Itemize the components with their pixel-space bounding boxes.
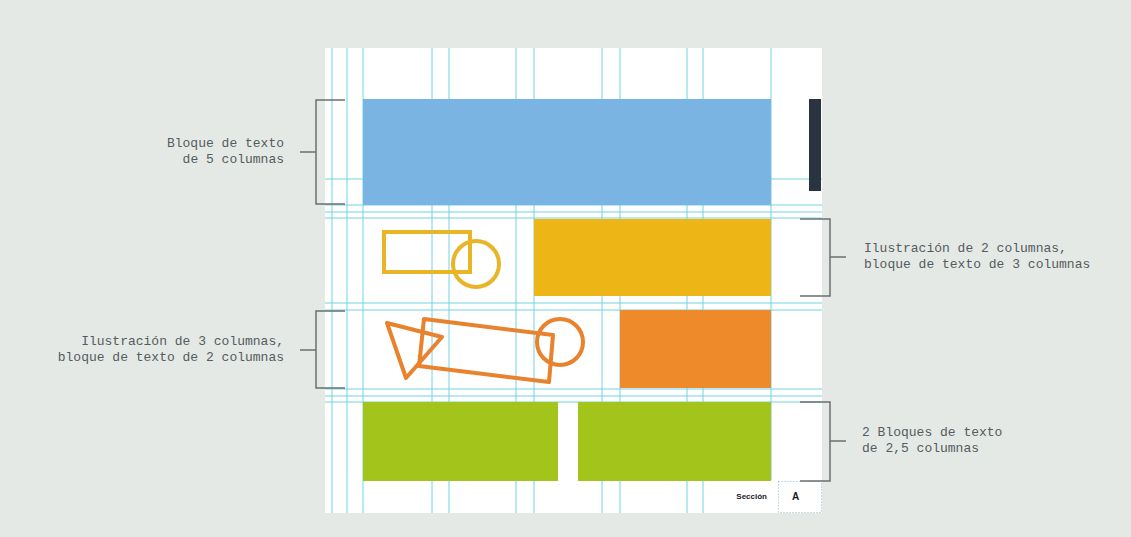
- callout-label: Ilustración de 2 columnas, bloque de tex…: [864, 241, 1104, 273]
- section-label: Sección: [736, 491, 767, 503]
- text-block: [534, 219, 771, 296]
- text-block: [620, 310, 771, 388]
- section-marker: [779, 482, 822, 513]
- callout-label: Bloque de texto de 5 columnas: [158, 136, 284, 168]
- callout-label: Ilustración de 3 columnas, bloque de tex…: [44, 334, 284, 366]
- section-tab: [809, 99, 821, 191]
- text-block: [363, 402, 558, 481]
- callout-label: 2 Bloques de texto de 2,5 columnas: [862, 425, 1012, 457]
- text-block: [578, 402, 771, 481]
- illustration: [384, 232, 499, 287]
- page: [325, 48, 822, 513]
- illustration: [387, 319, 583, 382]
- text-block: [363, 99, 771, 205]
- guide-lines: [325, 48, 822, 513]
- section-label: A: [792, 491, 799, 503]
- brackets: [300, 100, 846, 481]
